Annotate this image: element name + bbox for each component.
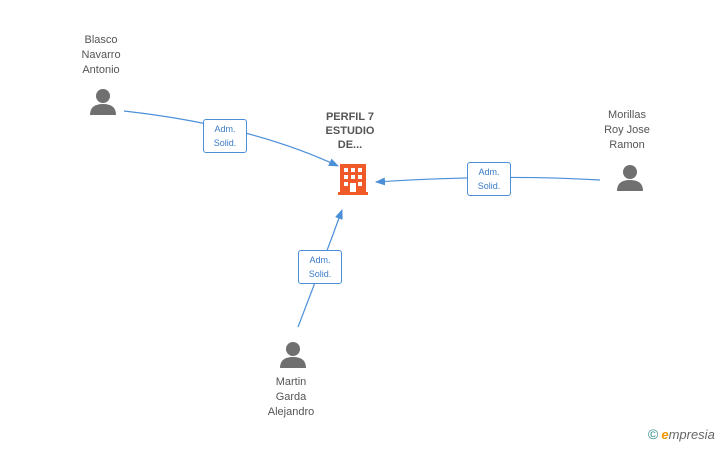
person-name-line: Alejandro (267, 406, 315, 418)
role-badge-morillas: Adm. Solid. (467, 162, 511, 196)
brand-initial: e (661, 427, 669, 442)
person-name-line: Navarro (81, 49, 121, 61)
role-badge-martin: Adm. Solid. (298, 250, 342, 284)
copyright-symbol: © (648, 426, 659, 442)
person-name-line: Ramon (609, 139, 645, 151)
person-name-blasco[interactable]: Blasco Navarro Antonio (46, 33, 156, 78)
person-icon[interactable] (617, 165, 643, 191)
empresia-watermark: ©empresia (648, 426, 715, 442)
person-name-line: Roy Jose (604, 124, 650, 136)
company-name-line: DE... (337, 139, 363, 151)
person-icon[interactable] (90, 89, 116, 115)
person-name-line: Martin (275, 376, 307, 388)
person-name-martin[interactable]: Martin Garda Alejandro (236, 375, 346, 420)
role-label-line: Solid. (477, 181, 501, 191)
person-name-morillas[interactable]: Morillas Roy Jose Ramon (572, 108, 682, 153)
person-icon[interactable] (280, 342, 306, 368)
role-label-line: Solid. (308, 269, 332, 279)
building-icon[interactable] (338, 164, 368, 195)
role-label-line: Adm. (214, 124, 236, 134)
person-name-line: Garda (275, 391, 307, 403)
company-name-line: ESTUDIO (325, 125, 375, 137)
role-label-line: Adm. (309, 255, 331, 265)
role-badge-blasco: Adm. Solid. (203, 119, 247, 153)
person-name-line: Morillas (608, 109, 646, 121)
role-label-line: Adm. (478, 167, 500, 177)
company-name-line: PERFIL 7 (325, 111, 375, 123)
brand-name: mpresia (668, 427, 715, 442)
person-name-line: Antonio (82, 64, 120, 76)
person-name-line: Blasco (84, 34, 118, 46)
company-name[interactable]: PERFIL 7 ESTUDIO DE... (300, 110, 400, 152)
role-label-line: Solid. (213, 138, 237, 148)
